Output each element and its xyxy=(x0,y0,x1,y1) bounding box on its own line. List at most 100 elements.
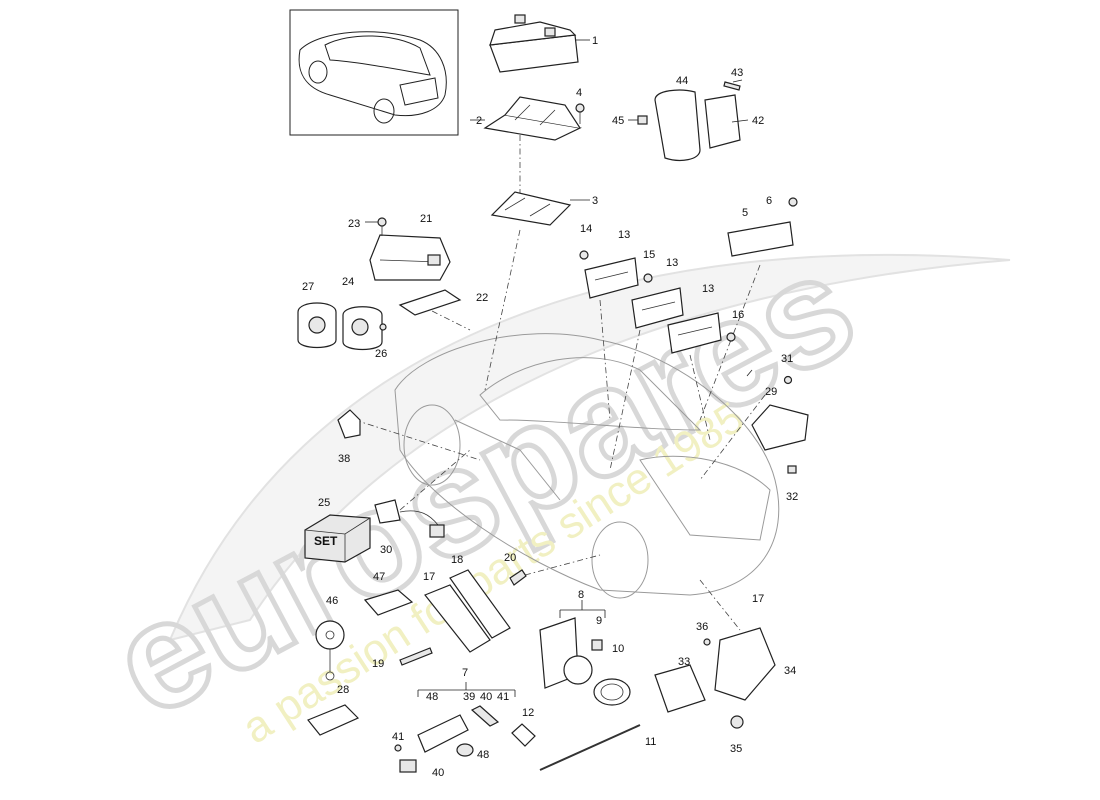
callout-10: 10 xyxy=(612,643,624,655)
part-27-trim-ring xyxy=(297,302,337,349)
callout-42: 42 xyxy=(752,115,764,127)
part-16-screw xyxy=(726,332,736,342)
callout-33: 33 xyxy=(678,656,690,668)
part-45-clip xyxy=(637,115,648,125)
part-13-module-a xyxy=(584,257,639,299)
callout-4: 4 xyxy=(576,87,582,99)
callout-48a: 48 xyxy=(426,691,438,703)
callout-20: 20 xyxy=(504,552,516,564)
callout-43: 43 xyxy=(731,67,743,79)
part-9-connector xyxy=(591,639,603,651)
part-31-screw xyxy=(783,375,793,385)
part-5-control-unit xyxy=(727,221,794,257)
callout-28: 28 xyxy=(337,684,349,696)
part-48-battery xyxy=(456,743,474,757)
part-43-pin xyxy=(723,81,741,91)
part-14-screw xyxy=(579,250,589,260)
part-41-screw xyxy=(394,744,402,752)
callout-40b: 40 xyxy=(432,767,444,779)
callout-9: 9 xyxy=(596,615,602,627)
callout-22: 22 xyxy=(476,292,488,304)
part-6-screw xyxy=(788,197,798,207)
callout-25: 25 xyxy=(318,497,330,509)
callout-15: 15 xyxy=(643,249,655,261)
part-38-sensor xyxy=(337,409,361,439)
callout-45: 45 xyxy=(612,115,624,127)
part-26-screw xyxy=(379,323,387,331)
part-20-plug xyxy=(509,569,527,586)
callout-7: 7 xyxy=(462,667,468,679)
part-39-key-blade xyxy=(470,705,500,727)
part-44-cover xyxy=(654,89,701,161)
part-25-set-box: SET xyxy=(304,514,371,563)
callout-24: 24 xyxy=(342,276,354,288)
part-11-antenna-rod xyxy=(539,724,641,771)
part-8-actuator xyxy=(539,617,593,689)
callout-14: 14 xyxy=(580,223,592,235)
callout-23: 23 xyxy=(348,218,360,230)
callout-47: 47 xyxy=(373,571,385,583)
callout-8: 8 xyxy=(578,589,584,601)
callout-13a: 13 xyxy=(618,229,630,241)
part-40-battery-cover xyxy=(399,759,417,773)
callout-3: 3 xyxy=(592,195,598,207)
part-15-screw xyxy=(643,273,653,283)
callout-11: 11 xyxy=(645,736,656,748)
part-1-module-cover xyxy=(489,14,590,73)
part-2-bracket xyxy=(470,96,582,141)
callout-44: 44 xyxy=(676,75,688,87)
part-10-seal-ring xyxy=(593,678,631,706)
callout-35: 35 xyxy=(730,743,742,755)
group-brackets xyxy=(417,600,606,697)
part-42-control-unit xyxy=(704,94,741,149)
callout-38: 38 xyxy=(338,453,350,465)
callout-18: 18 xyxy=(451,554,463,566)
part-32-nut xyxy=(787,465,797,474)
callout-41a: 41 xyxy=(497,691,509,703)
part-12-antenna-cap xyxy=(511,723,536,747)
callout-41b: 41 xyxy=(392,731,404,743)
part-13-module-b xyxy=(631,287,684,329)
part-23-screw xyxy=(377,217,387,236)
callout-27: 27 xyxy=(302,281,314,293)
part-3-base-plate xyxy=(490,191,590,226)
callout-30: 30 xyxy=(380,544,392,556)
callout-13b: 13 xyxy=(666,257,678,269)
part-24-trim-ring xyxy=(342,306,383,351)
part-28-key-fob xyxy=(307,704,360,736)
callout-5: 5 xyxy=(742,207,748,219)
callout-29: 29 xyxy=(765,386,777,398)
part-33-radar-sensor xyxy=(654,664,706,713)
callout-26: 26 xyxy=(375,348,387,360)
part-13-module-c xyxy=(667,312,722,354)
part-30-wiring-harness xyxy=(374,499,445,538)
callout-32: 32 xyxy=(786,491,798,503)
part-18-ignition-switch xyxy=(449,569,511,639)
callout-31: 31 xyxy=(781,353,793,365)
callout-36: 36 xyxy=(696,621,708,633)
part-22-holder xyxy=(398,289,462,316)
main-car-outline xyxy=(394,333,780,599)
part-34-bracket xyxy=(714,627,776,701)
callout-17a: 17 xyxy=(423,571,435,583)
callout-34: 34 xyxy=(784,665,796,677)
thumbnail-inset xyxy=(289,9,459,136)
callout-19: 19 xyxy=(372,658,384,670)
callout-40a: 40 xyxy=(480,691,492,703)
callout-48b: 48 xyxy=(477,749,489,761)
part-36-screw xyxy=(703,638,711,646)
part-19-bolt xyxy=(399,647,433,666)
part-17-ignition-lock xyxy=(424,584,491,653)
thumbnail-car xyxy=(298,31,447,124)
callout-16: 16 xyxy=(732,309,744,321)
part-4-screw xyxy=(575,103,585,124)
callout-17b: 17 xyxy=(752,593,764,605)
callout-1: 1 xyxy=(592,35,598,47)
callout-21: 21 xyxy=(420,213,432,225)
thumbnail-frame xyxy=(289,9,459,136)
pointer-lines xyxy=(354,135,766,631)
watermark-swoosh xyxy=(168,253,1011,642)
part-47-key-blank xyxy=(363,589,414,616)
callout-6: 6 xyxy=(766,195,772,207)
